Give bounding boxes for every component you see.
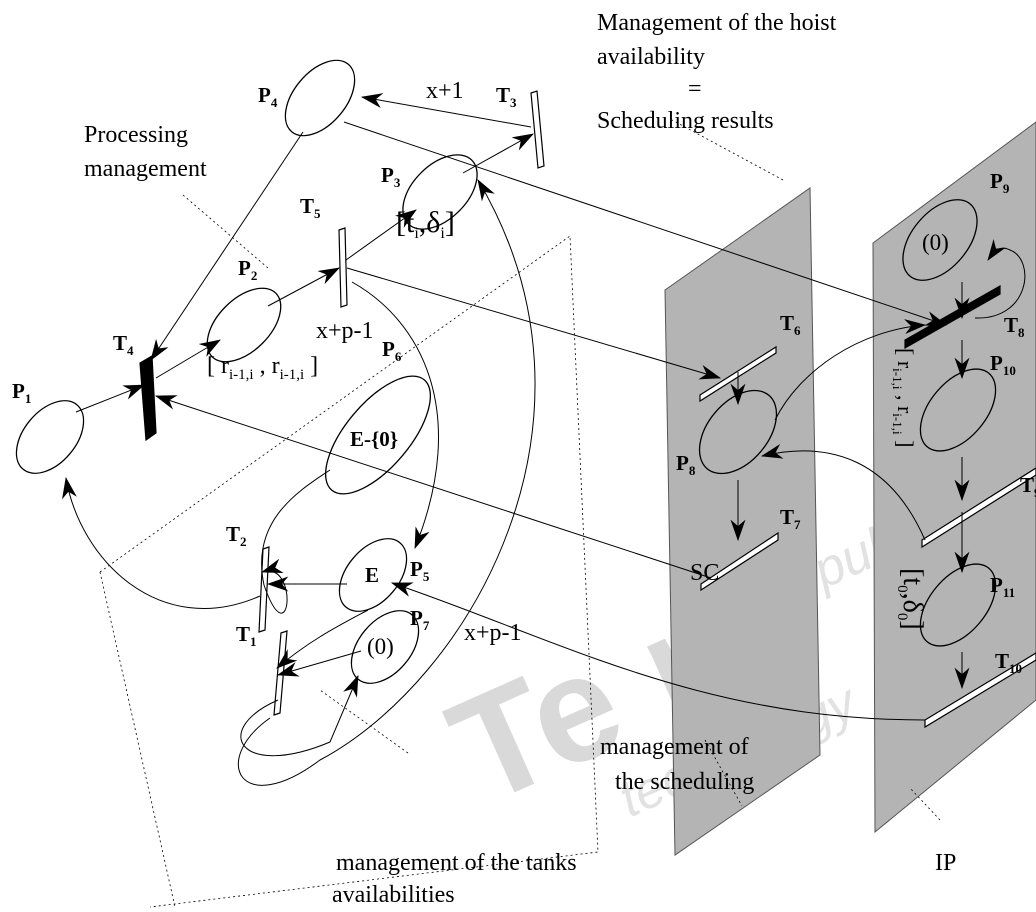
label-t1: T1 [236, 622, 257, 649]
arc-p6-t2 [260, 469, 331, 614]
caption-sc: SC [690, 560, 719, 586]
arc-weights: x+1 x+p-1 x+p-1 [316, 78, 522, 646]
label-t7: T7 [780, 505, 801, 532]
transition-t7 [700, 531, 779, 592]
arc-t5-p5 [351, 281, 439, 549]
transition-t2 [258, 546, 270, 633]
label-p11: P11 [990, 573, 1015, 600]
label-t10: T10 [995, 649, 1022, 676]
label-p10: P10 [990, 351, 1016, 378]
transition-t10 [924, 652, 1036, 729]
label-p4: P4 [258, 83, 278, 110]
arc-t5-p3 [345, 209, 417, 261]
label-p7: P7 [410, 606, 430, 633]
marking-p5: E [365, 563, 379, 587]
label-t3: T3 [496, 83, 517, 110]
label-t4: T4 [113, 331, 134, 358]
arc-p1-t4 [75, 384, 145, 413]
weight-t1: x+p-1 [464, 620, 522, 646]
caption-scheduling-line1: management of [600, 734, 749, 760]
label-p6: P6 [382, 337, 402, 364]
arc-p2-t5 [267, 267, 340, 307]
arc-p8-t8 [774, 319, 927, 421]
label-p5: P5 [410, 557, 430, 584]
caption-hoist-line2: availability [597, 44, 705, 70]
captions: Management of the hoist availability = S… [84, 10, 956, 908]
label-p3: P3 [381, 163, 401, 190]
weight-t3-p4: x+1 [426, 78, 464, 104]
interval-labels: [ti,δi] [ ri-1,i , ri-1,i ] [ ri-1,i , r… [207, 206, 928, 630]
arcs [62, 93, 1026, 786]
transition-t9 [921, 467, 1036, 549]
transition-t4 [139, 354, 157, 442]
label-p8: P8 [676, 451, 696, 478]
arc-t10-p5 [390, 582, 926, 721]
caption-hoist-equals: = [688, 76, 702, 102]
transition-t3 [530, 90, 545, 169]
interval-ip-bottom: [t0,δ0] [894, 568, 928, 630]
marking-p7: (0) [367, 634, 394, 659]
arc-p4-t8 [343, 121, 948, 326]
place-p1 [15, 400, 85, 474]
label-t5: T5 [300, 194, 321, 221]
label-t9: T9 [1020, 473, 1036, 500]
place-labels: P1 P2 P3 P4 P5 P6 P7 P8 P9 P10 P11 [12, 83, 1016, 633]
weight-t5: x+p-1 [316, 318, 374, 344]
caption-hoist-line1: Management of the hoist [597, 10, 837, 36]
markings: (0) (0) E E-{0} [350, 230, 949, 659]
place-p4 [284, 59, 356, 137]
transition-labels: T1 T2 T3 T4 T5 T6 T7 T8 T9 T10 [113, 83, 1036, 676]
place-p11 [919, 563, 997, 647]
arc-t2-p1 [62, 476, 261, 609]
arc-t8-p9 [974, 239, 1026, 319]
ip-panel [872, 121, 1036, 834]
label-p9: P9 [990, 169, 1010, 196]
arc-loop-p3 [237, 179, 536, 786]
arc-p7-t1 [276, 650, 362, 677]
marking-p6: E-{0} [350, 427, 398, 451]
marking-p9: (0) [922, 230, 949, 255]
arc-p5-t1 [276, 609, 369, 669]
arc-t3-p4 [360, 93, 532, 128]
dotted-guides [99, 119, 941, 908]
caption-scheduling-line2: the scheduling [615, 769, 754, 795]
interval-p2: [ ri-1,i , ri-1,i ] [207, 353, 318, 383]
caption-processing-line1: Processing [84, 122, 188, 148]
arc-t4-p2 [155, 339, 221, 379]
arc-t5-t6 [346, 267, 722, 380]
arc-t1-p7 [240, 675, 359, 757]
caption-hoist-line3: Scheduling results [597, 108, 774, 134]
label-t2: T2 [226, 522, 247, 549]
place-p10 [919, 368, 997, 452]
transition-t5 [338, 227, 348, 308]
arc-p4-t4 [150, 131, 304, 361]
place-p6 [324, 375, 432, 495]
label-p2: P2 [238, 256, 257, 283]
caption-ip: IP [935, 850, 956, 876]
caption-tanks-line2: availabilities [332, 882, 455, 908]
arc-t9-p8 [760, 444, 926, 541]
arc-p3-t3 [462, 133, 534, 174]
caption-tanks-line1: management of the tanks [336, 850, 577, 876]
place-p9 [902, 199, 978, 281]
label-t8: T8 [1004, 313, 1025, 340]
label-t6: T6 [780, 311, 801, 338]
caption-processing-line2: management [84, 156, 207, 182]
interval-ip-vertical: [ ri-1,i , ri-1,i ] [890, 348, 918, 447]
interval-p3: [ti,δi] [396, 206, 455, 242]
label-p1: P1 [12, 379, 31, 406]
